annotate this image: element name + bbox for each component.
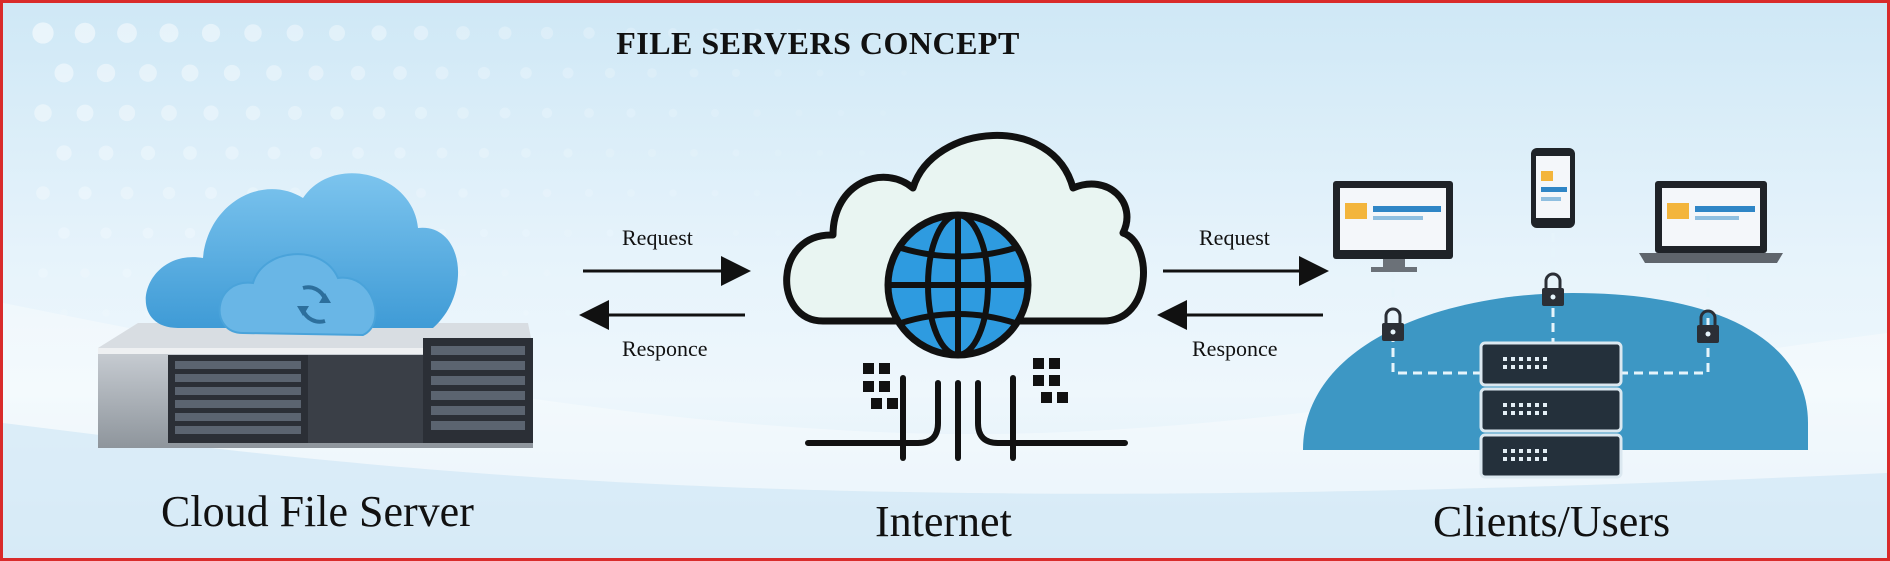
cloud-server-icon — [98, 173, 533, 448]
left-request-label: Request — [622, 225, 693, 250]
right-response-label: Responce — [1192, 336, 1278, 361]
cloud-globe-icon — [783, 131, 1147, 461]
internet-label: Internet — [875, 497, 1012, 546]
server-label: Cloud File Server — [161, 487, 474, 536]
clients-label: Clients/Users — [1433, 497, 1671, 546]
page-title: FILE SERVERS CONCEPT — [616, 25, 1020, 61]
client-network-icon — [1303, 148, 1808, 479]
right-request-label: Request — [1199, 225, 1270, 250]
left-response-label: Responce — [622, 336, 708, 361]
background-decoration — [3, 22, 1887, 558]
diagram-canvas — [98, 131, 1808, 479]
